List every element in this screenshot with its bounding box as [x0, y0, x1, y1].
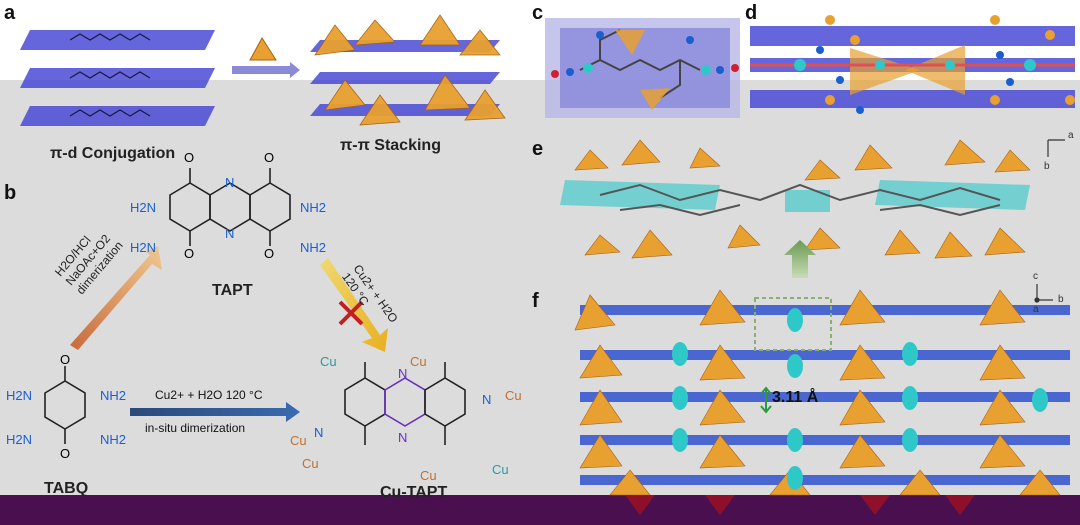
panel-f-lattice — [574, 284, 1070, 496]
panel-label-d: d — [745, 2, 758, 24]
reaction-method: in-situ dimerization — [145, 421, 246, 435]
atom-label: N — [314, 425, 324, 440]
atom-label: H2N — [130, 240, 157, 255]
conjugation-plane-3 — [20, 106, 215, 126]
atom-label: Cu — [290, 433, 307, 448]
caption-tabq: TABQ — [44, 480, 89, 497]
distance-label: 3.11 Å — [772, 389, 819, 406]
atom-label: N — [398, 366, 408, 381]
atom-label: H2N — [130, 200, 157, 215]
axis-label-a: a — [1033, 304, 1039, 315]
caption-cu-tapt: Cu-TAPT — [380, 484, 448, 501]
atom-label: Cu — [420, 468, 437, 483]
blocked-arrow — [320, 258, 388, 352]
highlight-box — [754, 297, 832, 351]
atom-label: H2N — [6, 388, 33, 403]
in-situ-arrow — [130, 402, 300, 422]
atom-label: NH2 — [100, 432, 127, 447]
axis-label-c: c — [1033, 271, 1038, 282]
atom-label: H2N — [6, 432, 33, 447]
atom-label: N — [225, 226, 235, 241]
tabq-structure — [44, 366, 86, 444]
atom-label: O — [184, 150, 195, 165]
cross-icon — [338, 300, 364, 326]
atom-label: Cu — [505, 388, 522, 403]
axis-label-b: b — [1044, 161, 1050, 172]
atom-label: N — [482, 392, 492, 407]
panel-label-a: a — [4, 2, 16, 24]
tetrahedron-icon — [249, 37, 277, 61]
atom-label: N — [225, 175, 235, 190]
dimerization-arrow — [70, 246, 162, 350]
conjugation-plane-2 — [20, 68, 215, 88]
panel-label-f: f — [532, 290, 539, 312]
atom-label: O — [60, 446, 71, 461]
atom-label: Cu — [320, 354, 337, 369]
atom-label: O — [60, 352, 71, 367]
atom-label: Cu — [492, 462, 509, 477]
axis-label-a: a — [1068, 130, 1074, 141]
axis-label-b: b — [1058, 294, 1064, 305]
caption-pi-pi-stacking: π-π Stacking — [340, 137, 441, 154]
atom-label: N — [398, 430, 408, 445]
figure-background — [0, 80, 1080, 495]
atom-label: O — [184, 246, 195, 261]
atom-label: Cu — [410, 354, 427, 369]
caption-pi-d-conjugation: π-d Conjugation — [50, 145, 176, 162]
atom-label: NH2 — [300, 240, 327, 255]
panel-label-e: e — [532, 138, 544, 160]
arrow-right-icon — [232, 62, 300, 78]
cu-tapt-structure — [344, 362, 466, 445]
distance-arrow — [760, 386, 772, 414]
reaction-conditions: Cu2+ + H2O 120 °C — [155, 388, 263, 402]
caption-tapt: TAPT — [212, 282, 253, 299]
zoom-up-arrow — [784, 240, 816, 278]
conjugation-plane-1 — [20, 30, 215, 50]
atom-label: NH2 — [300, 200, 327, 215]
atom-label: Cu — [302, 456, 319, 471]
atom-label: O — [264, 246, 275, 261]
atom-label: NH2 — [100, 388, 127, 403]
panel-label-c: c — [532, 2, 544, 24]
panel-label-b: b — [4, 182, 17, 204]
tapt-structure — [169, 168, 291, 246]
bottom-strip — [0, 495, 1080, 525]
atom-label: O — [264, 150, 275, 165]
